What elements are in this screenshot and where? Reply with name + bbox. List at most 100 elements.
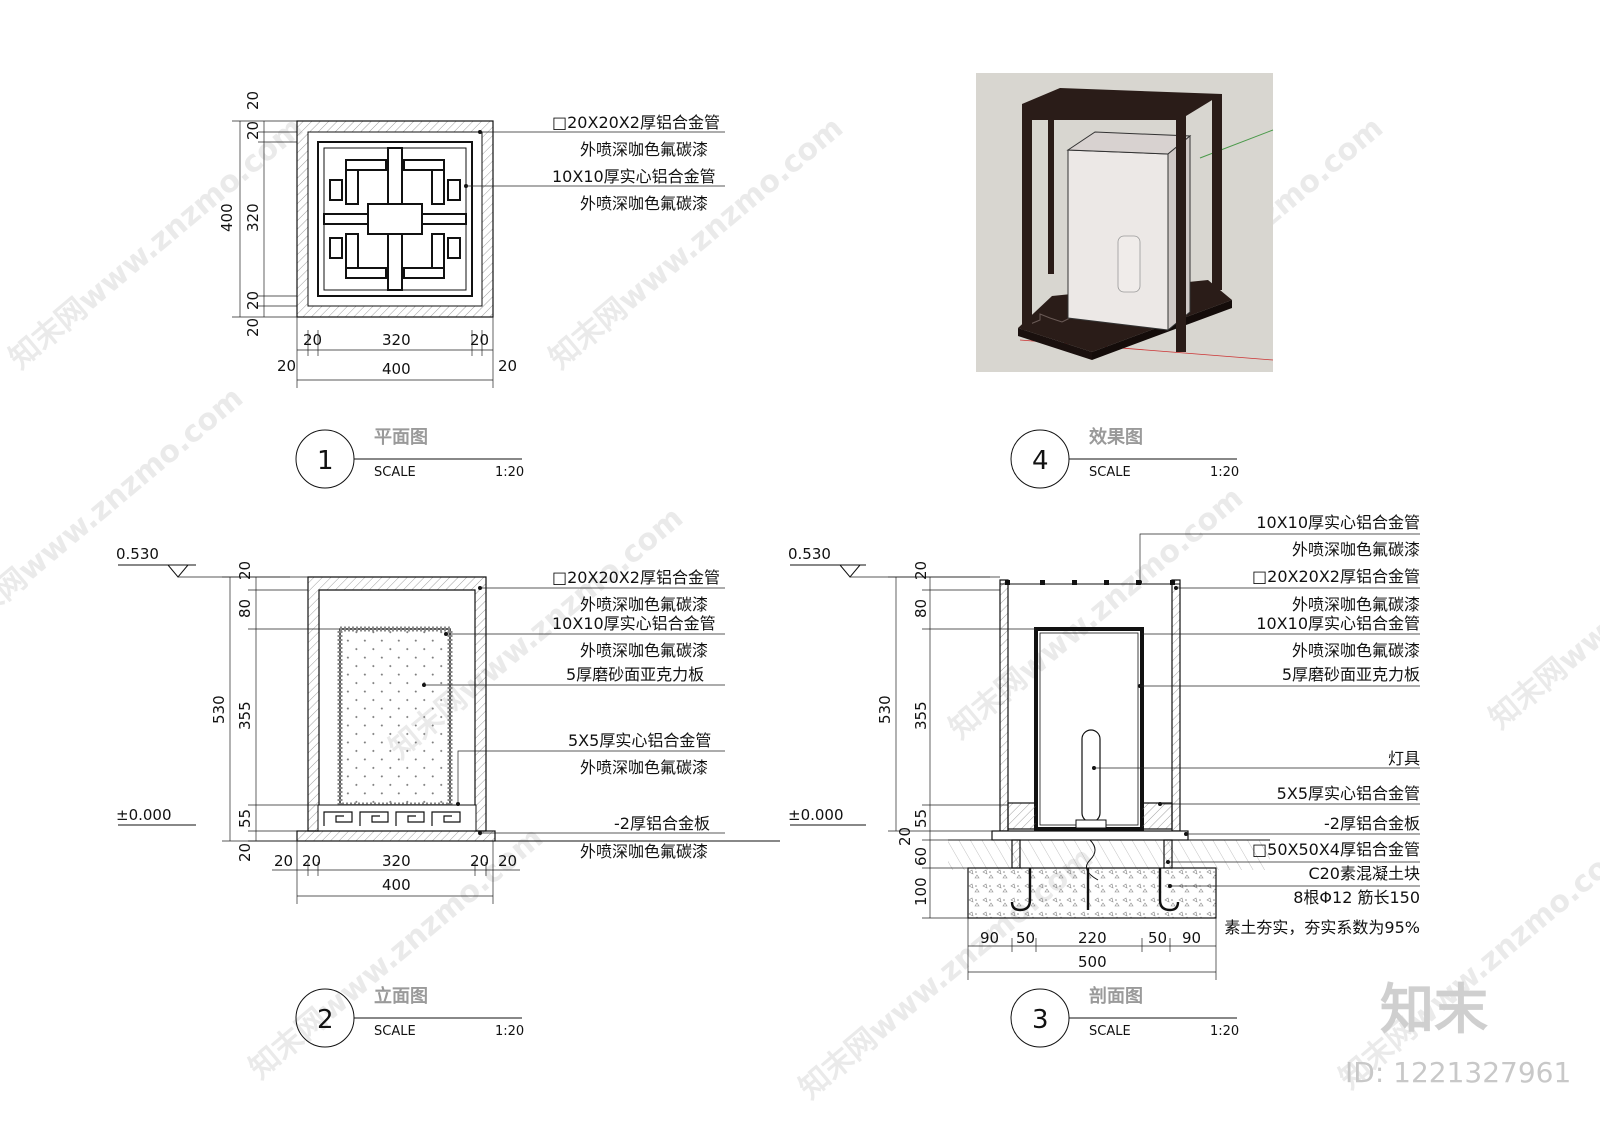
watermark-text: 知末网www.znzmo.com <box>943 480 1250 746</box>
plan-dim-left: 20 <box>244 318 262 337</box>
elevation-dim-bottom: 20 <box>470 852 489 870</box>
section-left-post <box>999 579 1009 832</box>
section-note: 灯具 <box>1388 749 1420 768</box>
plan-view: 20 20 320 20 20 400 20 320 20 20 400 20 … <box>218 91 725 489</box>
elevation-note: 外喷深咖色氟碳漆 <box>580 595 708 614</box>
watermark-text: 知末网www.znzmo.com <box>0 380 250 646</box>
section-note: 8根Φ12 筋长150 <box>1293 888 1420 907</box>
section-dim-left: 20 <box>912 561 930 580</box>
section-right-post <box>1171 579 1181 832</box>
plan-lattice <box>317 141 473 297</box>
plan-dim-left: 320 <box>244 203 262 232</box>
plan-dim-left: 20 <box>244 91 262 110</box>
section-note: 5X5厚实心铝合金管 <box>1277 784 1420 803</box>
section-note: 素土夯实，夯实系数为95% <box>1224 918 1420 937</box>
render-number: 4 <box>1032 446 1049 476</box>
section-level-top: 0.530 <box>788 545 831 563</box>
section-scale-label: SCALE <box>1089 1024 1131 1039</box>
elevation-scale-label: SCALE <box>374 1024 416 1039</box>
plan-dim-left: 400 <box>218 203 236 232</box>
plan-scale: 1:20 <box>495 465 524 480</box>
section-title: 剖面图 <box>1089 985 1143 1007</box>
elevation-dim-bottom: 320 <box>382 852 411 870</box>
render-scale-label: SCALE <box>1089 465 1131 480</box>
plan-dim-bottom: 400 <box>382 360 411 378</box>
section-acrylic-panel <box>1034 627 1144 831</box>
elevation-scale: 1:20 <box>495 1024 524 1039</box>
elevation-note: -2厚铝合金板 <box>614 814 710 833</box>
section-dim-bottom: 220 <box>1078 929 1107 947</box>
elevation-base-panel <box>317 804 477 832</box>
elevation-dim-bottom: 20 <box>274 852 293 870</box>
section-dim-bottom: 50 <box>1016 929 1035 947</box>
section-dim-left: 80 <box>912 599 930 618</box>
elevation-level-base: ±0.000 <box>116 806 172 824</box>
section-note: □50X50X4厚铝合金管 <box>1252 840 1420 859</box>
section-note: 10X10厚实心铝合金管 <box>1256 513 1420 532</box>
elevation-title: 立面图 <box>374 985 428 1007</box>
elevation-note: 外喷深咖色氟碳漆 <box>580 842 708 861</box>
elevation-note: 外喷深咖色氟碳漆 <box>580 641 708 660</box>
plan-title: 平面图 <box>374 427 428 448</box>
elevation-note: 外喷深咖色氟碳漆 <box>580 758 708 777</box>
section-note: 外喷深咖色氟碳漆 <box>1292 595 1420 614</box>
elevation-dim-bottom: 20 <box>302 852 321 870</box>
section-dim-left: 55 <box>912 809 930 828</box>
plan-dim-bottom: 20 <box>303 331 322 349</box>
elevation-number: 2 <box>317 1005 334 1035</box>
render-view <box>976 73 1274 372</box>
render-scale: 1:20 <box>1210 465 1239 480</box>
elevation-acrylic-panel <box>339 628 451 806</box>
elevation-dim-left: 20 <box>236 843 254 862</box>
section-base-plate <box>991 830 1189 841</box>
watermark-text: 知末网www.znzmo.com <box>1483 470 1600 736</box>
elevation-dim-left: 20 <box>236 561 254 580</box>
plan-note: 外喷深咖色氟碳漆 <box>580 140 708 159</box>
plan-note: 外喷深咖色氟碳漆 <box>580 194 708 213</box>
elevation-plinth <box>296 830 496 842</box>
section-note: 外喷深咖色氟碳漆 <box>1292 641 1420 660</box>
section-note: 5厚磨砂面亚克力板 <box>1282 665 1420 684</box>
section-level-base: ±0.000 <box>788 806 844 824</box>
elevation-note: 5厚磨砂面亚克力板 <box>566 665 704 684</box>
elevation-dim-bottom: 20 <box>498 852 517 870</box>
image-id-watermark: ID: 1221327961 <box>1345 1056 1571 1089</box>
section-note: 10X10厚实心铝合金管 <box>1256 614 1420 633</box>
section-dim-bottom: 500 <box>1078 953 1107 971</box>
plan-number: 1 <box>317 446 334 476</box>
elevation-view: 0.530 ±0.000 <box>116 545 780 1048</box>
plan-note: 10X10厚实心铝合金管 <box>552 167 716 186</box>
section-rebars <box>1010 868 1180 912</box>
plan-note: □20X20X2厚铝合金管 <box>552 113 720 132</box>
elevation-note: 5X5厚实心铝合金管 <box>568 731 711 750</box>
section-note: □20X20X2厚铝合金管 <box>1252 567 1420 586</box>
plan-dim-bottom: 20 <box>277 357 296 375</box>
elevation-dim-left: 80 <box>236 599 254 618</box>
section-dim-left: 355 <box>912 701 930 730</box>
section-dim-left: 60 <box>912 847 930 866</box>
section-dim-bottom: 90 <box>1182 929 1201 947</box>
render-title: 效果图 <box>1089 426 1143 448</box>
section-dim-left: 530 <box>876 695 894 724</box>
plan-dim-left: 20 <box>244 291 262 310</box>
elevation-note: 10X10厚实心铝合金管 <box>552 614 716 633</box>
elevation-note: □20X20X2厚铝合金管 <box>552 568 720 587</box>
plan-dim-left: 20 <box>244 121 262 140</box>
section-note: C20素混凝土块 <box>1308 864 1420 883</box>
plan-dim-bottom: 20 <box>498 357 517 375</box>
section-dim-left: 100 <box>912 877 930 906</box>
elevation-dim-left: 55 <box>236 809 254 828</box>
plan-inner-frame <box>307 131 483 307</box>
plan-dim-bottom: 320 <box>382 331 411 349</box>
section-dim-bottom: 90 <box>980 929 999 947</box>
elevation-dim-bottom: 400 <box>382 876 411 894</box>
section-scale: 1:20 <box>1210 1024 1239 1039</box>
section-dim-bottom: 50 <box>1148 929 1167 947</box>
render-title-block: 4 效果图 SCALE 1:20 <box>1010 426 1239 489</box>
section-view: 0.530 ±0.000 <box>788 513 1420 1048</box>
render-frame <box>1022 88 1222 352</box>
elevation-dim-left: 530 <box>210 695 228 724</box>
elevation-dim-left: 355 <box>236 701 254 730</box>
render-lamp <box>1117 235 1141 293</box>
